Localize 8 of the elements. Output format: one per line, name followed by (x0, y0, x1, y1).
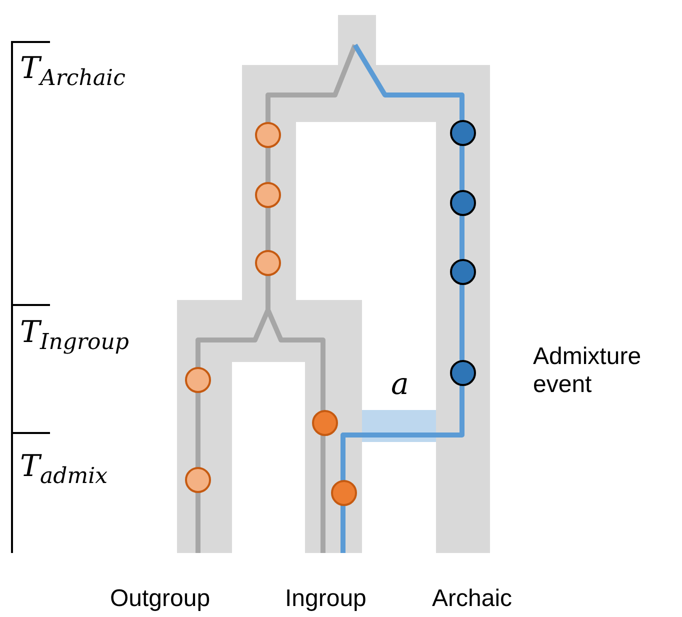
annotation-label: Admixture event (533, 343, 642, 398)
population-label: Ingroup (285, 585, 366, 613)
time-label: T$_{Ingroup}$ (20, 316, 129, 356)
parameter-label: a (391, 368, 409, 402)
population-label: Outgroup (110, 585, 210, 613)
time-label: T$_{Archaic}$ (20, 52, 126, 92)
time-label: T$_{admix}$ (20, 450, 108, 490)
population-label: Archaic (432, 585, 512, 613)
